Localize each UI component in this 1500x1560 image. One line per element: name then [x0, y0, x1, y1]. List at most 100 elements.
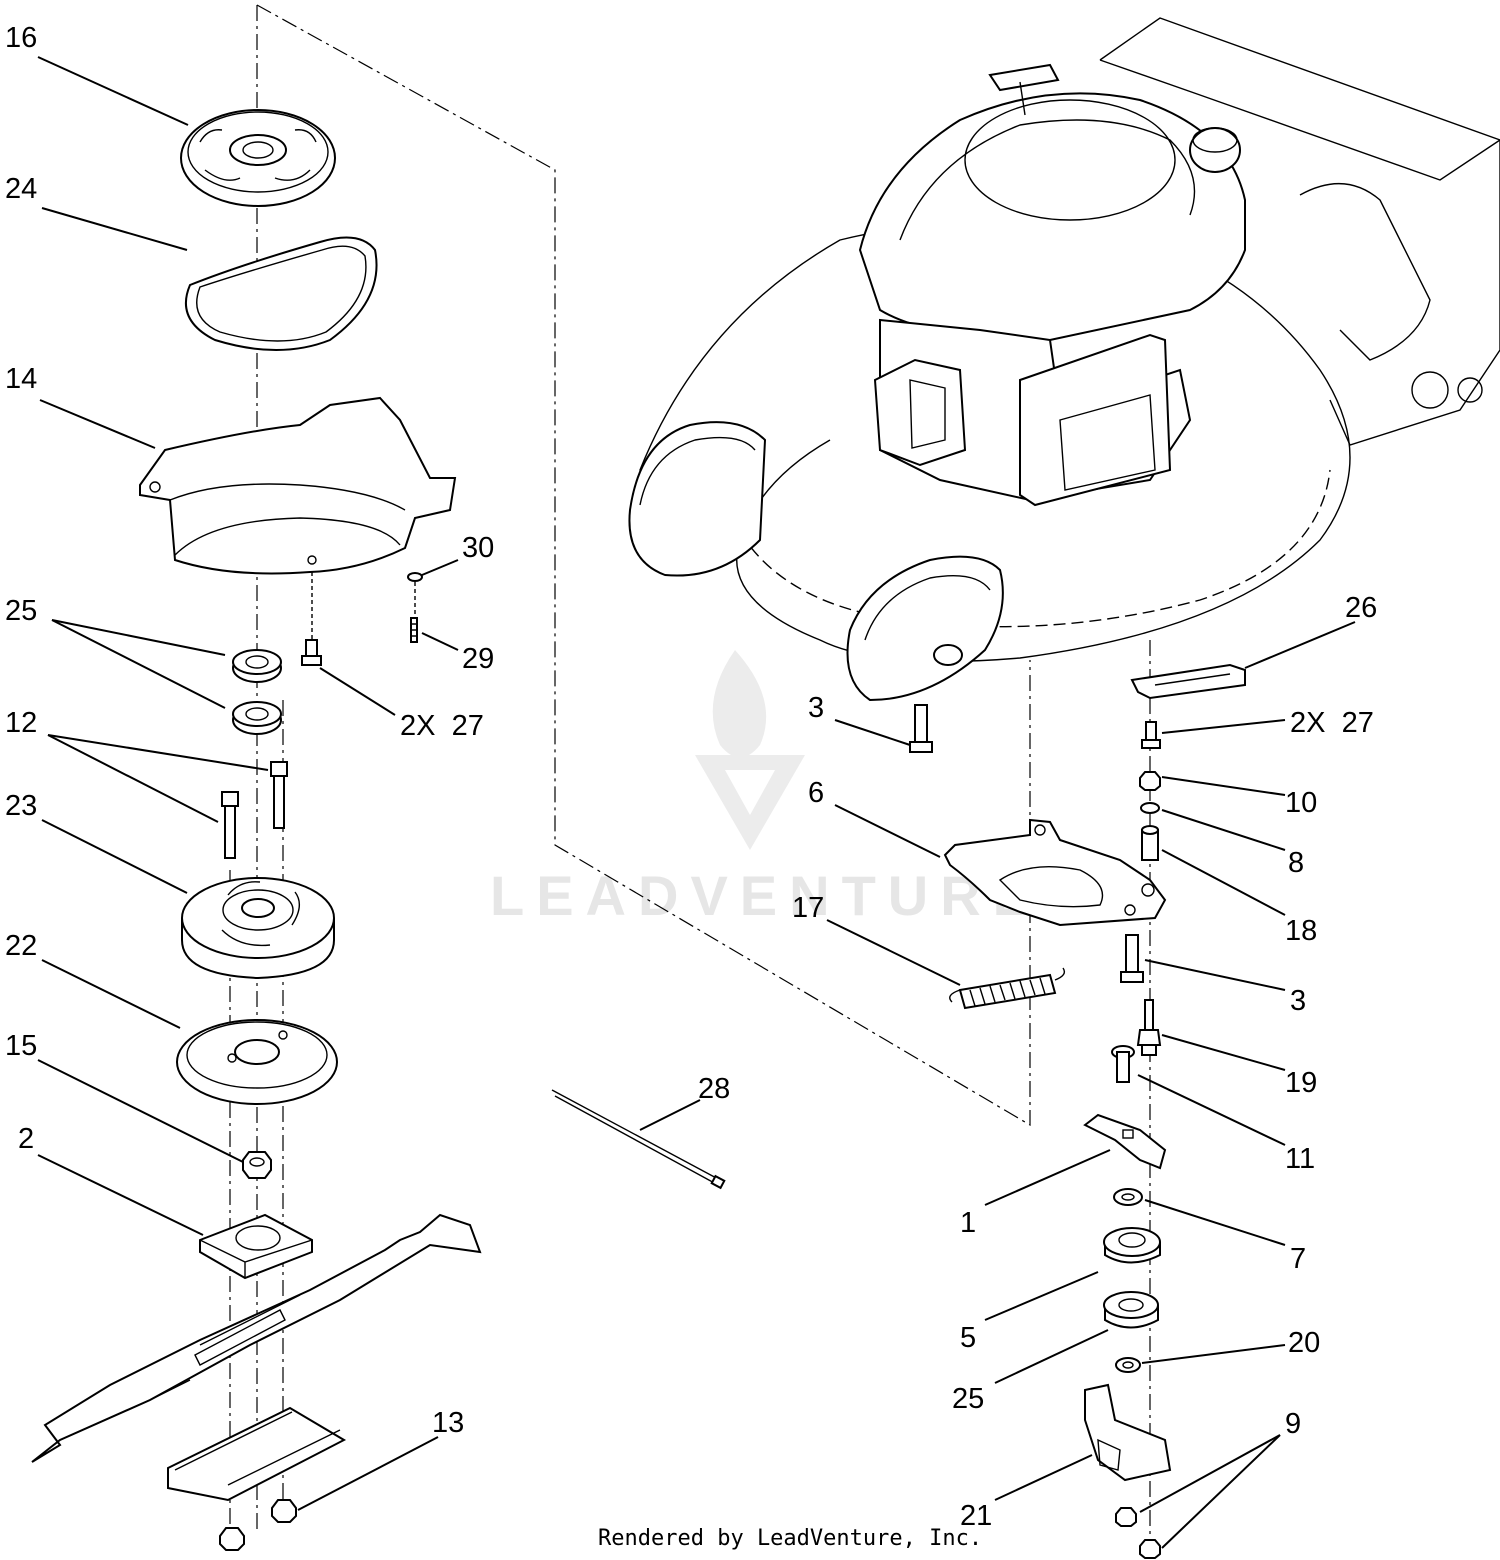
- callout-10: 10: [1285, 787, 1317, 819]
- leader-23: [41, 819, 188, 894]
- leader-16: [37, 56, 189, 126]
- part-bearing-25-right: [1103, 1291, 1159, 1329]
- callout-8: 8: [1288, 847, 1304, 879]
- part-bearing-upper: [232, 649, 282, 683]
- callout-23: 23: [5, 790, 37, 822]
- leader-1: [984, 1149, 1111, 1206]
- callout-14: 14: [5, 363, 37, 395]
- part-belt: [185, 236, 378, 351]
- leader-24: [41, 207, 188, 251]
- callout-25-left: 25: [5, 595, 37, 627]
- callout-24: 24: [5, 173, 37, 205]
- leader-9-2: [1161, 1434, 1281, 1549]
- callout-2: 2: [18, 1123, 34, 1155]
- leader-18: [1161, 849, 1286, 916]
- part-screw-29: [410, 617, 418, 643]
- watermark-text: LEADVENTURE: [490, 864, 1042, 927]
- part-washer-7: [1113, 1188, 1143, 1206]
- part-pulley: [180, 109, 336, 207]
- leader-27a: [319, 667, 396, 716]
- callout-20: 20: [1288, 1327, 1320, 1359]
- leader-9-1: [1139, 1434, 1281, 1513]
- leader-25a-2: [51, 619, 226, 709]
- part-belt-cover: [139, 396, 457, 575]
- callout-2x27-left: 2X 27: [400, 710, 484, 742]
- part-blade-plate: [176, 1019, 338, 1105]
- leader-13: [297, 1436, 439, 1511]
- leader-25b: [994, 1329, 1109, 1384]
- leader-8: [1161, 809, 1286, 851]
- part-bearing-lower: [232, 701, 282, 735]
- leader-26: [1244, 621, 1356, 669]
- part-lever-1: [1083, 1113, 1167, 1170]
- part-nut-13b: [219, 1527, 245, 1551]
- callout-18: 18: [1285, 915, 1317, 947]
- leader-12-1: [47, 734, 219, 823]
- part-bracket-21: [1084, 1383, 1172, 1482]
- part-blade-adapter: [181, 877, 335, 980]
- part-nut-10: [1139, 771, 1161, 791]
- part-washer-8: [1140, 802, 1160, 814]
- leader-15: [37, 1059, 244, 1163]
- part-washer-30: [407, 572, 423, 582]
- part-blade-hub: [199, 1213, 313, 1280]
- leader-20: [1141, 1344, 1286, 1364]
- leader-10: [1161, 776, 1286, 796]
- leader-3b: [1144, 959, 1286, 991]
- callout-3-lower: 3: [1290, 985, 1306, 1017]
- part-nut-13a: [271, 1499, 297, 1523]
- callout-19: 19: [1285, 1067, 1317, 1099]
- leader-19: [1161, 1034, 1286, 1071]
- part-bolt-3-upper: [909, 704, 933, 753]
- footer-credit: Rendered by LeadVenture, Inc.: [598, 1526, 982, 1551]
- callout-30: 30: [462, 532, 494, 564]
- leader-30: [421, 559, 459, 576]
- leader-2: [37, 1154, 204, 1236]
- part-height-plate: [943, 818, 1167, 927]
- leader-7: [1144, 1199, 1286, 1246]
- part-spacer-18: [1141, 825, 1159, 861]
- callout-2x27-right: 2X 27: [1290, 707, 1374, 739]
- leader-21: [994, 1454, 1093, 1501]
- callout-12: 12: [5, 707, 37, 739]
- leader-28: [639, 1099, 701, 1131]
- callout-6: 6: [808, 777, 824, 809]
- callout-11: 11: [1285, 1143, 1315, 1175]
- callout-3-upper: 3: [808, 692, 824, 724]
- leader-lines: [37, 56, 1356, 1549]
- part-stud-19: [1136, 999, 1162, 1056]
- leader-11: [1137, 1074, 1286, 1146]
- part-bushing-5: [1103, 1227, 1161, 1264]
- callout-1: 1: [960, 1207, 976, 1239]
- part-pin-11: [1111, 1045, 1135, 1083]
- callout-13: 13: [432, 1407, 464, 1439]
- part-cable-tie: [551, 1089, 726, 1190]
- leader-6: [834, 804, 941, 858]
- part-blade-bracket: [167, 1406, 347, 1502]
- part-blade: [31, 1213, 482, 1463]
- leader-29: [421, 632, 459, 651]
- callout-28: 28: [698, 1073, 730, 1105]
- callout-26: 26: [1345, 592, 1377, 624]
- callout-9: 9: [1285, 1408, 1301, 1440]
- part-spring: [949, 967, 1066, 1010]
- callout-15: 15: [5, 1030, 37, 1062]
- watermark: LEADVENTURE: [490, 650, 1042, 927]
- callouts: 16 24 14 30 25 29 2X 27 12 23 22 15 2 13…: [5, 22, 1377, 1532]
- part-nut-15: [242, 1151, 272, 1179]
- mower-deck: [628, 17, 1500, 702]
- leader-12-2: [47, 734, 269, 771]
- part-bolt-12-right: [270, 761, 288, 829]
- callout-16: 16: [5, 22, 37, 54]
- leader-5: [984, 1271, 1099, 1321]
- callout-7: 7: [1290, 1243, 1306, 1275]
- leader-22: [41, 959, 181, 1029]
- callout-21: 21: [960, 1500, 992, 1532]
- callout-29: 29: [462, 643, 494, 675]
- part-bolt-12-left: [221, 791, 239, 859]
- callout-22: 22: [5, 930, 37, 962]
- callout-17: 17: [792, 892, 824, 924]
- callout-25-right: 25: [952, 1383, 984, 1415]
- part-nut-9a: [1115, 1507, 1137, 1527]
